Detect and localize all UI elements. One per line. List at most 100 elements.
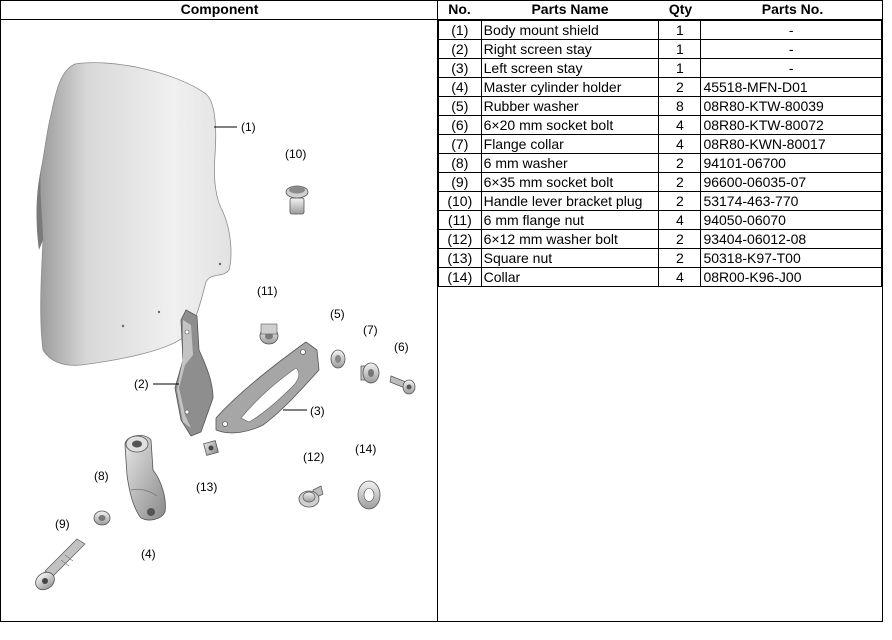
cell-name: Body mount shield	[480, 20, 660, 40]
cell-part-no: 94050-06070	[700, 210, 882, 230]
cell-no: (7)	[438, 134, 482, 154]
cell-part-no: 96600-06035-07	[700, 172, 882, 192]
callout-8: (8)	[94, 469, 109, 483]
cell-no: (9)	[438, 172, 482, 192]
cell-name: 6×35 mm socket bolt	[480, 172, 660, 192]
flange-nut-drawing	[259, 323, 279, 345]
cell-no: (10)	[438, 191, 482, 211]
cell-no: (12)	[438, 229, 482, 249]
callout-2: (2)	[134, 377, 149, 391]
cell-name: Right screen stay	[480, 39, 660, 59]
cell-no: (3)	[438, 58, 482, 78]
cell-qty: 2	[658, 153, 702, 173]
cell-qty: 1	[658, 39, 702, 59]
cell-name: Flange collar	[480, 134, 660, 154]
cell-name: Left screen stay	[480, 58, 660, 78]
callout-12: (12)	[303, 450, 325, 464]
cell-name: Rubber washer	[480, 96, 660, 116]
cell-no: (6)	[438, 115, 482, 135]
cell-name: Square nut	[480, 248, 660, 268]
callout-3: (3)	[310, 404, 325, 418]
cell-part-no: 08R80-KTW-80072	[700, 115, 882, 135]
socket-bolt-35-drawing	[35, 538, 86, 591]
cell-qty: 4	[658, 115, 702, 135]
cell-name: 6×12 mm washer bolt	[480, 229, 660, 249]
right-screen-stay-drawing	[174, 309, 214, 437]
socket-bolt-20-drawing	[389, 375, 416, 395]
cell-no: (8)	[438, 153, 482, 173]
cell-part-no: 53174-463-770	[700, 191, 882, 211]
washer-bolt-drawing	[298, 485, 324, 508]
bracket-plug-drawing	[285, 185, 309, 215]
qty-header: Qty	[659, 1, 702, 20]
cell-part-no: 94101-06700	[700, 153, 882, 173]
cell-no: (13)	[438, 248, 482, 268]
cell-qty: 2	[658, 229, 702, 249]
callout-14: (14)	[355, 442, 377, 456]
body-mount-shield-drawing	[36, 62, 232, 366]
parts-no-header: Parts No.	[702, 1, 883, 20]
cell-qty: 1	[658, 58, 702, 78]
callout-7: (7)	[363, 323, 378, 337]
callout-5: (5)	[330, 307, 345, 321]
no-header: No.	[438, 1, 481, 20]
callout-4: (4)	[141, 547, 156, 561]
master-cylinder-holder-drawing	[124, 435, 166, 521]
component-illustration: (1) (10) (11) (5) (7) (6) (2) (3) (14) (…	[1, 20, 438, 622]
cell-part-no: 50318-K97-T00	[700, 248, 882, 268]
cell-part-no: 93404-06012-08	[700, 229, 882, 249]
cell-part-no: 08R00-K96-J00	[700, 267, 882, 287]
left-screen-stay-drawing	[215, 341, 320, 434]
parts-name-header: Parts Name	[481, 1, 659, 20]
cell-qty: 2	[658, 248, 702, 268]
washer-6mm-drawing	[93, 510, 111, 526]
flange-collar-drawing	[360, 362, 380, 384]
cell-qty: 4	[658, 210, 702, 230]
callout-13: (13)	[196, 480, 218, 494]
cell-part-no: -	[700, 39, 882, 59]
callout-11: (11)	[257, 284, 278, 298]
cell-part-no: -	[700, 20, 882, 40]
callout-9: (9)	[55, 517, 70, 531]
component-header: Component	[1, 1, 438, 20]
callout-6: (6)	[394, 340, 409, 354]
callout-1: (1)	[241, 120, 256, 134]
cell-no: (1)	[438, 20, 482, 40]
cell-name: Collar	[480, 267, 660, 287]
leader-lines	[153, 126, 307, 411]
cell-qty: 2	[658, 77, 702, 97]
cell-part-no: -	[700, 58, 882, 78]
cell-qty: 1	[658, 20, 702, 40]
parts-sheet: Component No. Parts Name Qty Parts No.	[0, 0, 883, 622]
rubber-washer-drawing	[330, 349, 346, 369]
cell-no: (2)	[438, 39, 482, 59]
cell-qty: 8	[658, 96, 702, 116]
cell-no: (11)	[438, 210, 482, 230]
cell-qty: 2	[658, 172, 702, 192]
cell-name: 6 mm flange nut	[480, 210, 660, 230]
exploded-parts-drawing	[35, 62, 416, 591]
cell-qty: 2	[658, 191, 702, 211]
cell-qty: 4	[658, 267, 702, 287]
cell-name: 6 mm washer	[480, 153, 660, 173]
collar-drawing	[357, 480, 381, 510]
cell-qty: 4	[658, 134, 702, 154]
cell-name: 6×20 mm socket bolt	[480, 115, 660, 135]
square-nut-drawing	[203, 440, 219, 456]
cell-no: (14)	[438, 267, 482, 287]
cell-part-no: 08R80-KWN-80017	[700, 134, 882, 154]
component-divider	[437, 1, 438, 621]
